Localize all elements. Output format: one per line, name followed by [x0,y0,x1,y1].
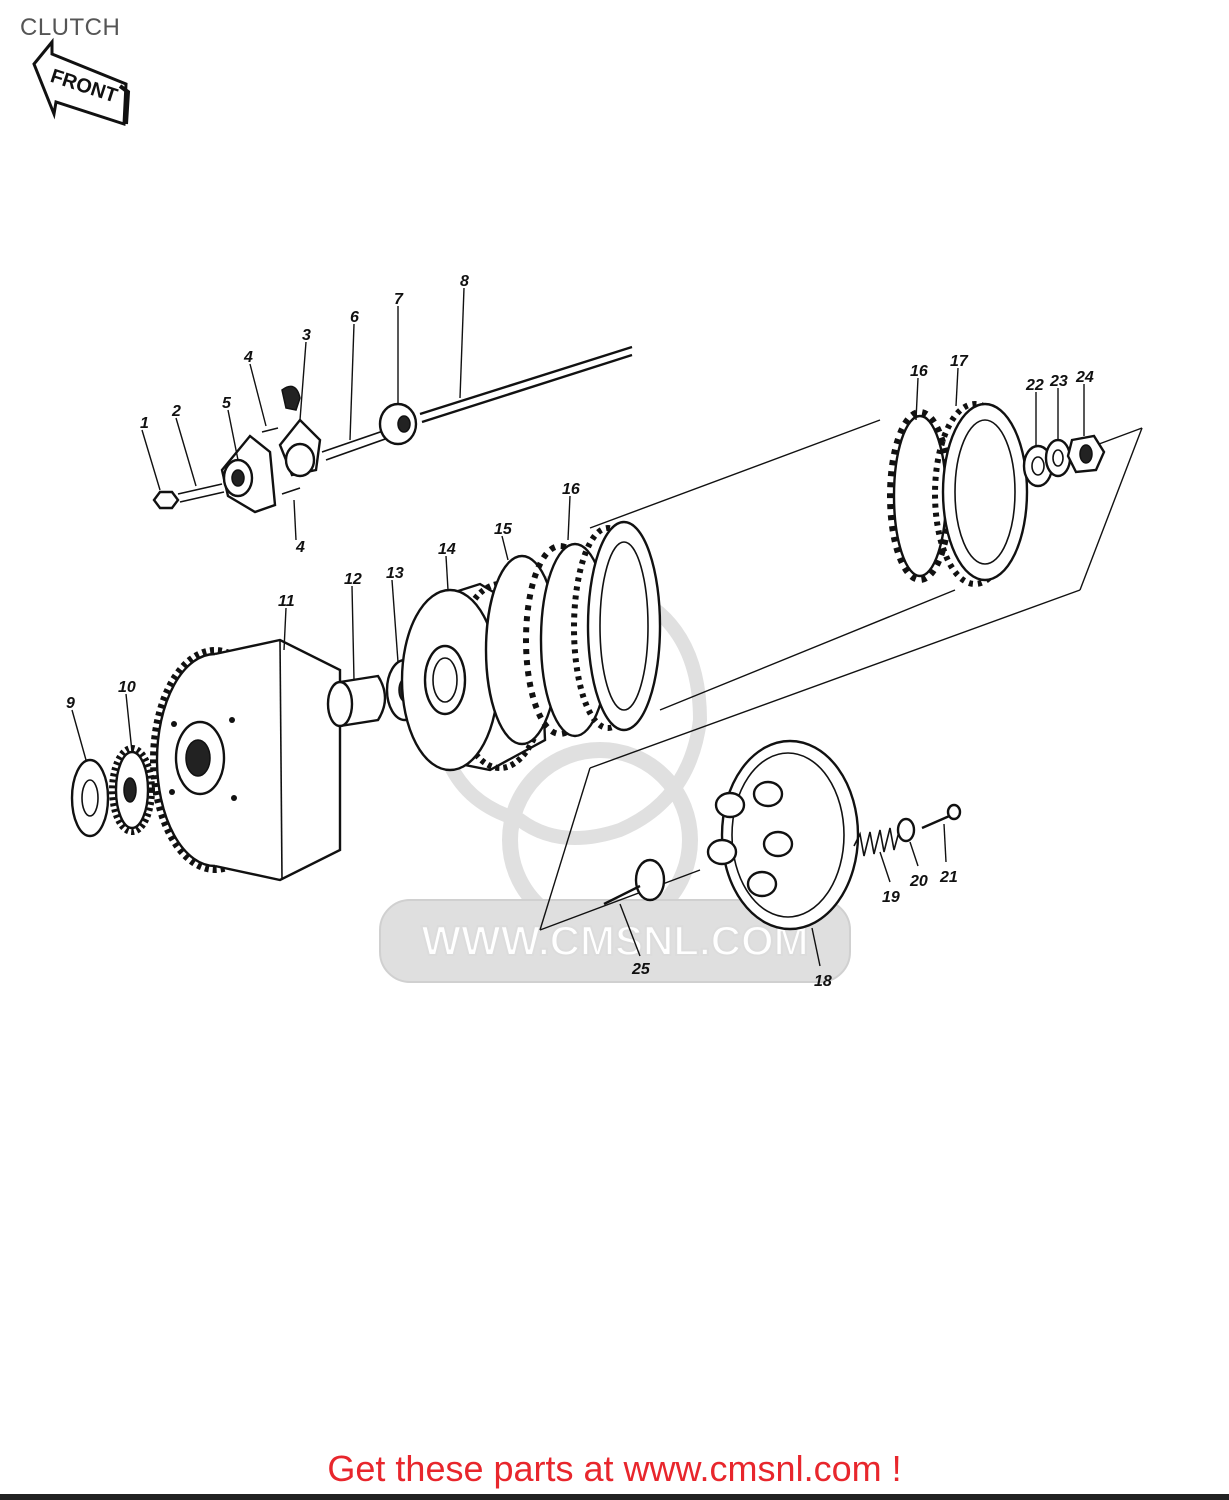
callout-1: 1 [140,415,149,432]
thrust-washer [70,758,110,838]
callout-10: 10 [118,679,136,696]
nut-and-washers [1022,434,1106,488]
callout-19: 19 [882,889,900,906]
callout-16-rear: 16 [910,363,928,380]
spring-bolt-assembly [853,803,962,857]
bottom-rule [0,1494,1229,1500]
front-arrow-icon: FRONT [32,37,131,127]
callout-3: 3 [302,327,311,344]
release-mechanism [152,345,633,514]
callout-22: 22 [1025,377,1044,394]
callout-15: 15 [494,521,513,538]
callout-20: 20 [909,873,928,890]
push-rod [603,858,666,906]
callout-18: 18 [814,973,832,990]
callout-24: 24 [1075,369,1094,386]
callout-14: 14 [438,541,456,558]
callout-leaders [71,287,1085,967]
callout-5: 5 [222,395,232,412]
callout-6: 6 [350,309,359,326]
sleeve-bushing [326,674,387,728]
watermark-text: WWW.CMSNL.COM [421,917,808,964]
callout-16-front: 16 [562,481,580,498]
pressure-plate [706,739,860,931]
callout-9: 9 [66,695,75,712]
callout-8: 8 [460,273,469,290]
callout-13: 13 [386,565,404,582]
callout-21: 21 [939,869,958,886]
callout-7: 7 [394,291,404,308]
callout-labels: 1 2 3 4 4 5 6 7 8 9 10 11 12 13 14 15 16… [66,273,1094,990]
callout-17: 17 [950,353,969,370]
clutch-plates-front [484,520,662,746]
page-title: CLUTCH [20,14,121,41]
callout-25: 25 [631,961,651,978]
callout-4-lower: 4 [295,539,305,556]
callout-2: 2 [171,403,181,420]
promo-link[interactable]: Get these parts at www.cmsnl.com ! [327,1448,902,1489]
callout-12: 12 [344,571,362,588]
watermark-logo: WWW.CMSNL.COM [379,574,851,983]
clutch-housing [150,638,342,882]
callout-11: 11 [278,593,295,610]
primary-gear [109,745,155,835]
clutch-plates-rear [887,401,1029,587]
callout-4-upper: 4 [243,349,253,366]
callout-23: 23 [1049,373,1068,390]
